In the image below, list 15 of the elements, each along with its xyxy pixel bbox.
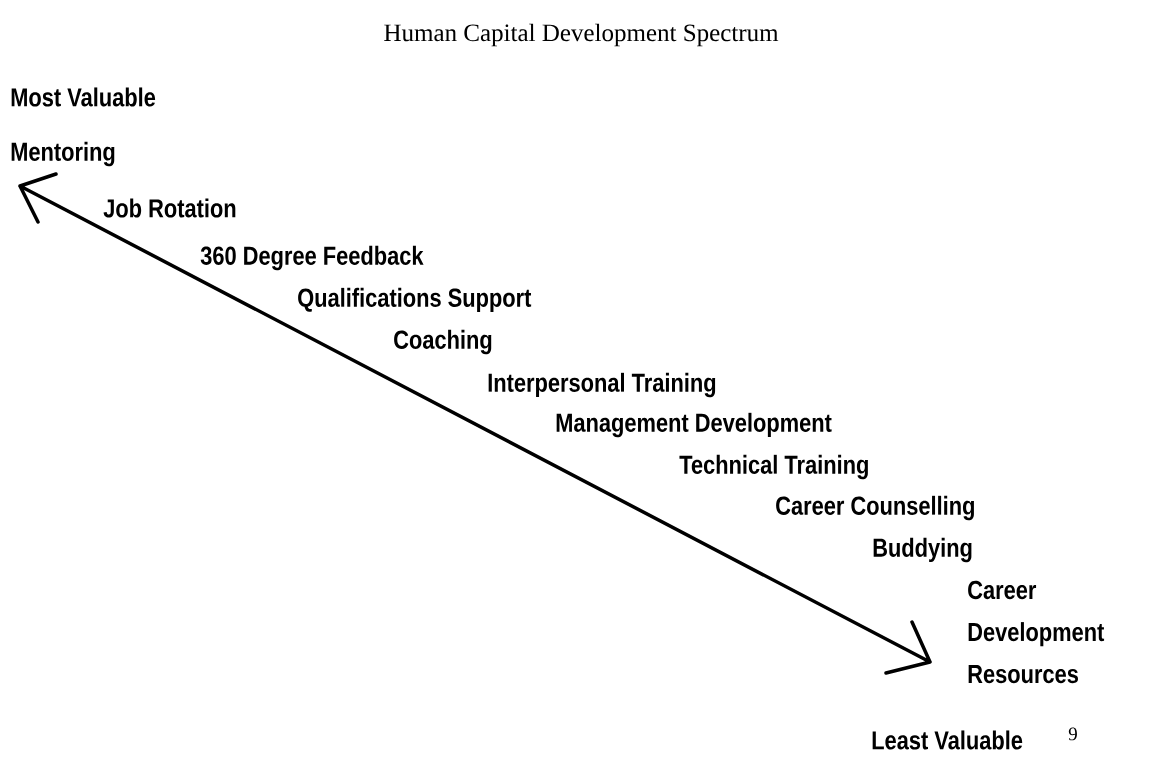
scale-end-label: Most Valuable (11, 87, 156, 107)
spectrum-label: Interpersonal Training (488, 372, 716, 398)
spectrum-label: Career Development Resources (968, 580, 1105, 684)
spectrum-label: Qualifications Support (298, 287, 532, 313)
page-number: 9 (1068, 727, 1077, 741)
spectrum-label: Job Rotation (103, 198, 236, 218)
title: Human Capital Development Spectrum (384, 23, 779, 47)
spectrum-label: Coaching (394, 329, 492, 355)
scale-end-label: Least Valuable (872, 730, 1023, 750)
spectrum-label: Buddying (873, 537, 972, 563)
spectrum-label: Technical Training (679, 454, 868, 480)
spectrum-label: Mentoring (11, 141, 115, 167)
spectrum-label: Career Counselling (776, 495, 974, 521)
spectrum-label: Management Development (556, 412, 832, 438)
spectrum-label: 360 Degree Feedback (200, 245, 424, 271)
